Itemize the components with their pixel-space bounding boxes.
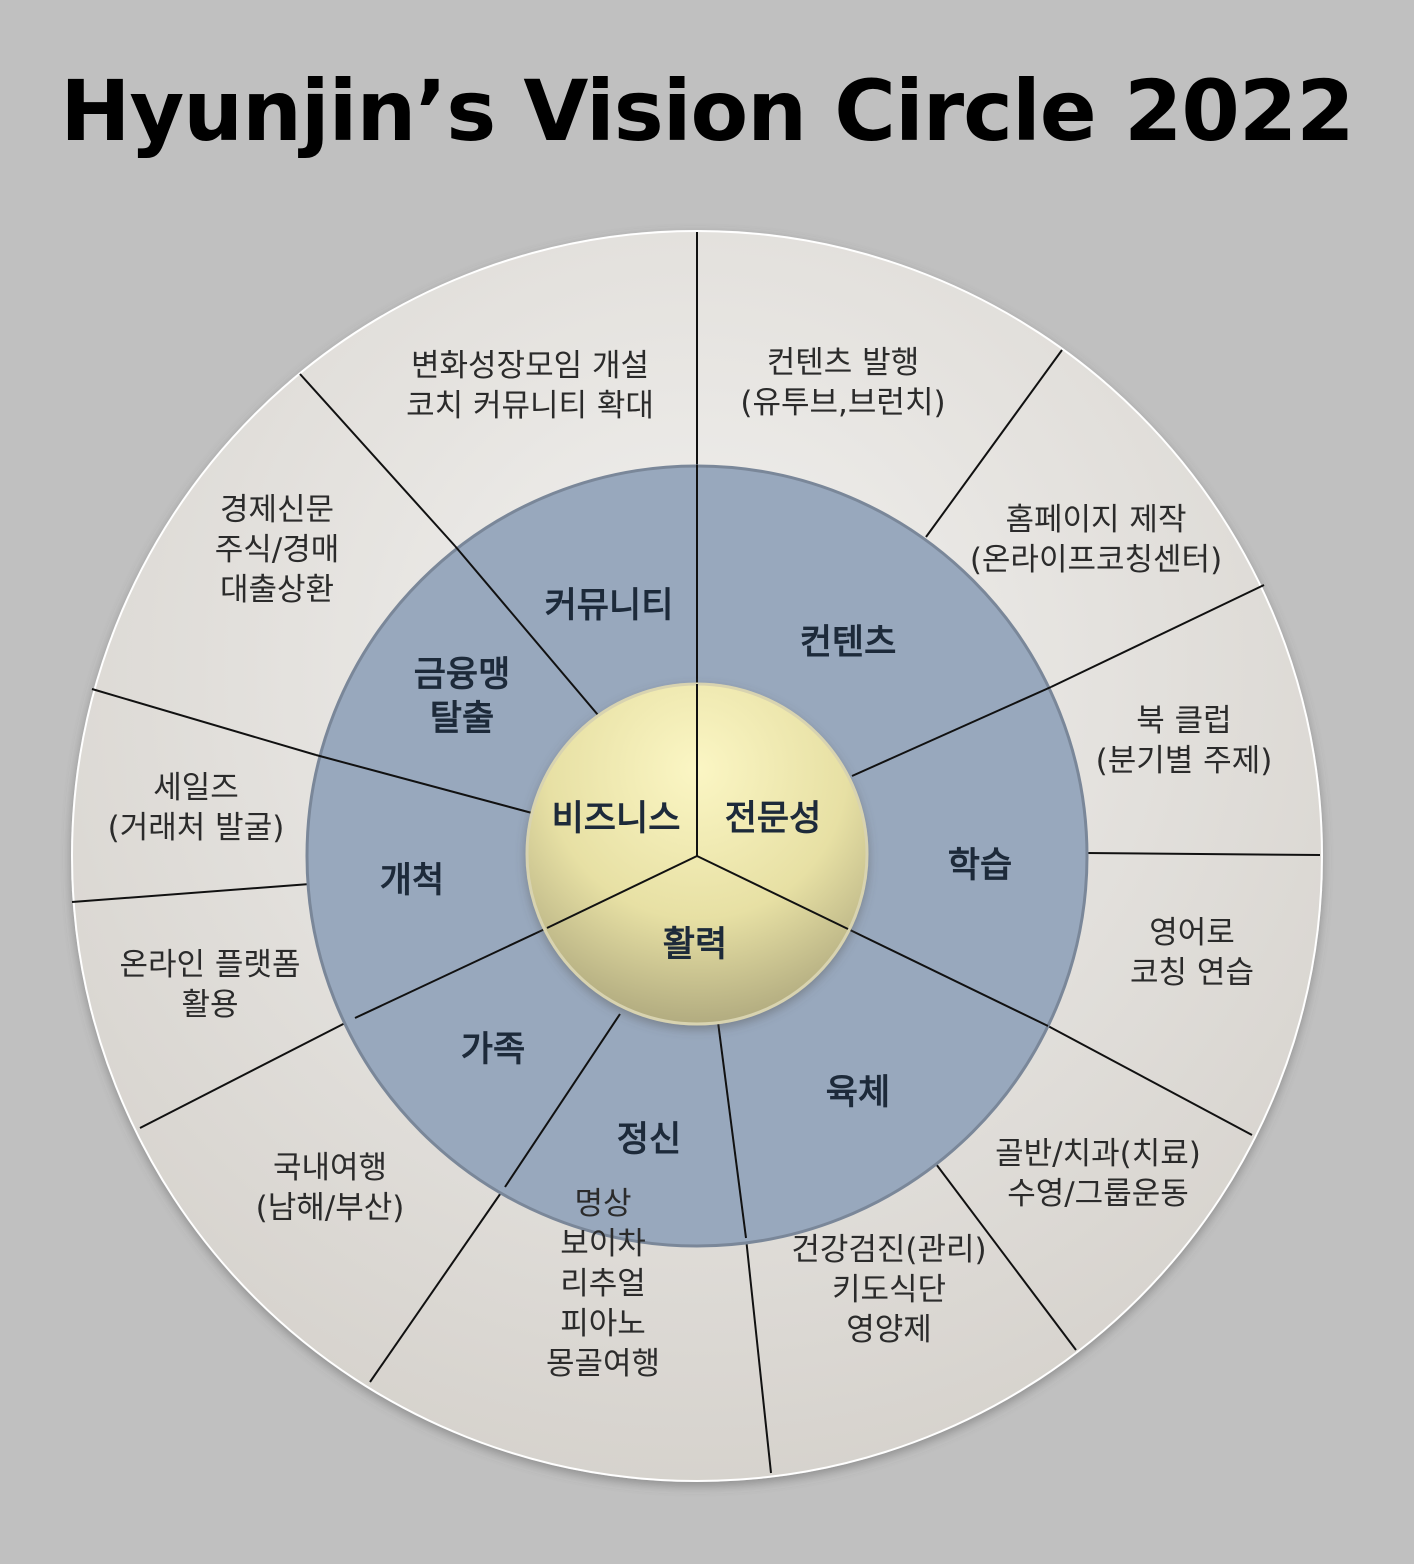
area-mind: 정신 <box>617 1120 681 1160</box>
area-community-line: 커뮤니티 <box>545 586 674 626</box>
divider-line <box>299 373 456 547</box>
goal-contents-goal-line: 컨텐츠 발행 <box>767 345 919 381</box>
goal-community-goal-line: 변화성장모임 개설 <box>411 348 649 384</box>
divider-line <box>696 855 849 930</box>
middle-dividers <box>315 465 1052 1239</box>
area-contents: 컨텐츠 <box>800 623 897 663</box>
divider-line <box>546 855 698 929</box>
goal-mind-goal-line: 리추얼 <box>560 1266 646 1302</box>
area-body: 육체 <box>826 1073 890 1113</box>
goal-english-goal-line: 영어로 <box>1149 915 1235 951</box>
divider-line <box>315 754 533 814</box>
core-business: 비즈니스 <box>552 799 681 839</box>
goal-platform-goal-line: 온라인 플랫폼 <box>120 947 301 983</box>
goal-travel-goal-line: (남해/부산) <box>256 1190 405 1226</box>
goal-economy-goal-line: 경제신문 <box>220 492 334 528</box>
divider-line <box>1047 1025 1253 1136</box>
goal-bookclub-goal-line: (분기별 주제) <box>1096 743 1273 779</box>
core-expertise: 전문성 <box>725 799 822 839</box>
area-family: 가족 <box>461 1030 525 1070</box>
goal-community-goal-line: 코치 커뮤니티 확대 <box>406 388 654 424</box>
goal-health-goal-line: 건강검진(관리) <box>791 1232 986 1268</box>
goal-bookclub-goal: 북 클럽 (분기별 주제) <box>1096 703 1273 779</box>
goal-platform-goal-line: 활용 <box>181 987 238 1023</box>
area-finance-line: 금융맹 <box>414 655 511 695</box>
area-family-line: 가족 <box>461 1030 525 1070</box>
goal-economy-goal-line: 대출상환 <box>220 572 334 608</box>
goal-mind-goal-line: 명상 <box>574 1186 631 1222</box>
area-body-line: 육체 <box>826 1073 890 1113</box>
goal-mind-goal-line: 피아노 <box>560 1306 646 1342</box>
goal-economy-goal-line: 주식/경매 <box>215 532 340 568</box>
area-learning-line: 학습 <box>948 846 1012 886</box>
divider-line <box>847 928 1049 1027</box>
area-pioneer: 개척 <box>380 861 444 901</box>
goal-english-goal-line: 코칭 연습 <box>1130 955 1254 991</box>
goal-contents-goal: 컨텐츠 발행 (유투브,브런치) <box>740 345 945 421</box>
divider-line <box>935 1163 1077 1351</box>
outer-dividers <box>71 232 1321 1474</box>
area-community: 커뮤니티 <box>545 586 674 626</box>
goal-mind-goal-line: 보이차 <box>560 1226 646 1262</box>
divider-line <box>354 927 548 1019</box>
core-vitality: 활력 <box>663 925 727 965</box>
goal-travel-goal-line: 국내여행 <box>273 1150 387 1186</box>
area-contents-line: 컨텐츠 <box>800 623 897 663</box>
divider-line <box>139 1017 356 1129</box>
goal-physical-goal-line: 골반/치과(치료) <box>995 1136 1201 1172</box>
goal-travel-goal: 국내여행 (남해/부산) <box>256 1150 405 1226</box>
divider-line <box>1085 852 1321 856</box>
divider-line <box>369 1186 506 1383</box>
divider-line <box>91 688 317 756</box>
divider-line <box>504 1013 621 1188</box>
goal-sales-goal-line: 세일즈 <box>153 770 239 806</box>
goal-contents-goal-line: (유투브,브런치) <box>740 385 945 421</box>
area-pioneer-line: 개척 <box>380 861 444 901</box>
goal-sales-goal-line: (거래처 발굴) <box>108 810 285 846</box>
goal-physical-goal-line: 수영/그룹운동 <box>1007 1176 1189 1212</box>
divider-line <box>851 686 1052 777</box>
core-dividers <box>546 684 849 930</box>
divider-line <box>745 1237 772 1474</box>
divider-line <box>717 1021 747 1239</box>
goal-physical-goal: 골반/치과(치료) 수영/그룹운동 <box>995 1136 1201 1212</box>
goal-homepage-goal-line: 홈페이지 제작 <box>1006 502 1187 538</box>
goal-sales-goal: 세일즈 (거래처 발굴) <box>108 770 285 846</box>
divider-line <box>1050 584 1265 688</box>
goal-mind-goal-line: 몽골여행 <box>546 1346 660 1382</box>
area-mind-line: 정신 <box>617 1120 681 1160</box>
area-learning: 학습 <box>948 846 1012 886</box>
diagram-title: Hyunjin’s Vision Circle 2022 <box>60 62 1355 160</box>
goal-health-goal-line: 키도식단 <box>832 1272 946 1308</box>
divider-line <box>71 883 311 903</box>
goal-homepage-goal: 홈페이지 제작 (온라이프코칭센터) <box>970 502 1222 578</box>
goal-health-goal-line: 영양제 <box>846 1312 932 1348</box>
area-finance-line: 탈출 <box>430 699 494 739</box>
divider-line <box>925 349 1063 538</box>
goal-homepage-goal-line: (온라이프코칭센터) <box>970 542 1222 578</box>
goal-bookclub-goal-line: 북 클럽 <box>1136 703 1231 739</box>
divider-line <box>454 545 599 716</box>
